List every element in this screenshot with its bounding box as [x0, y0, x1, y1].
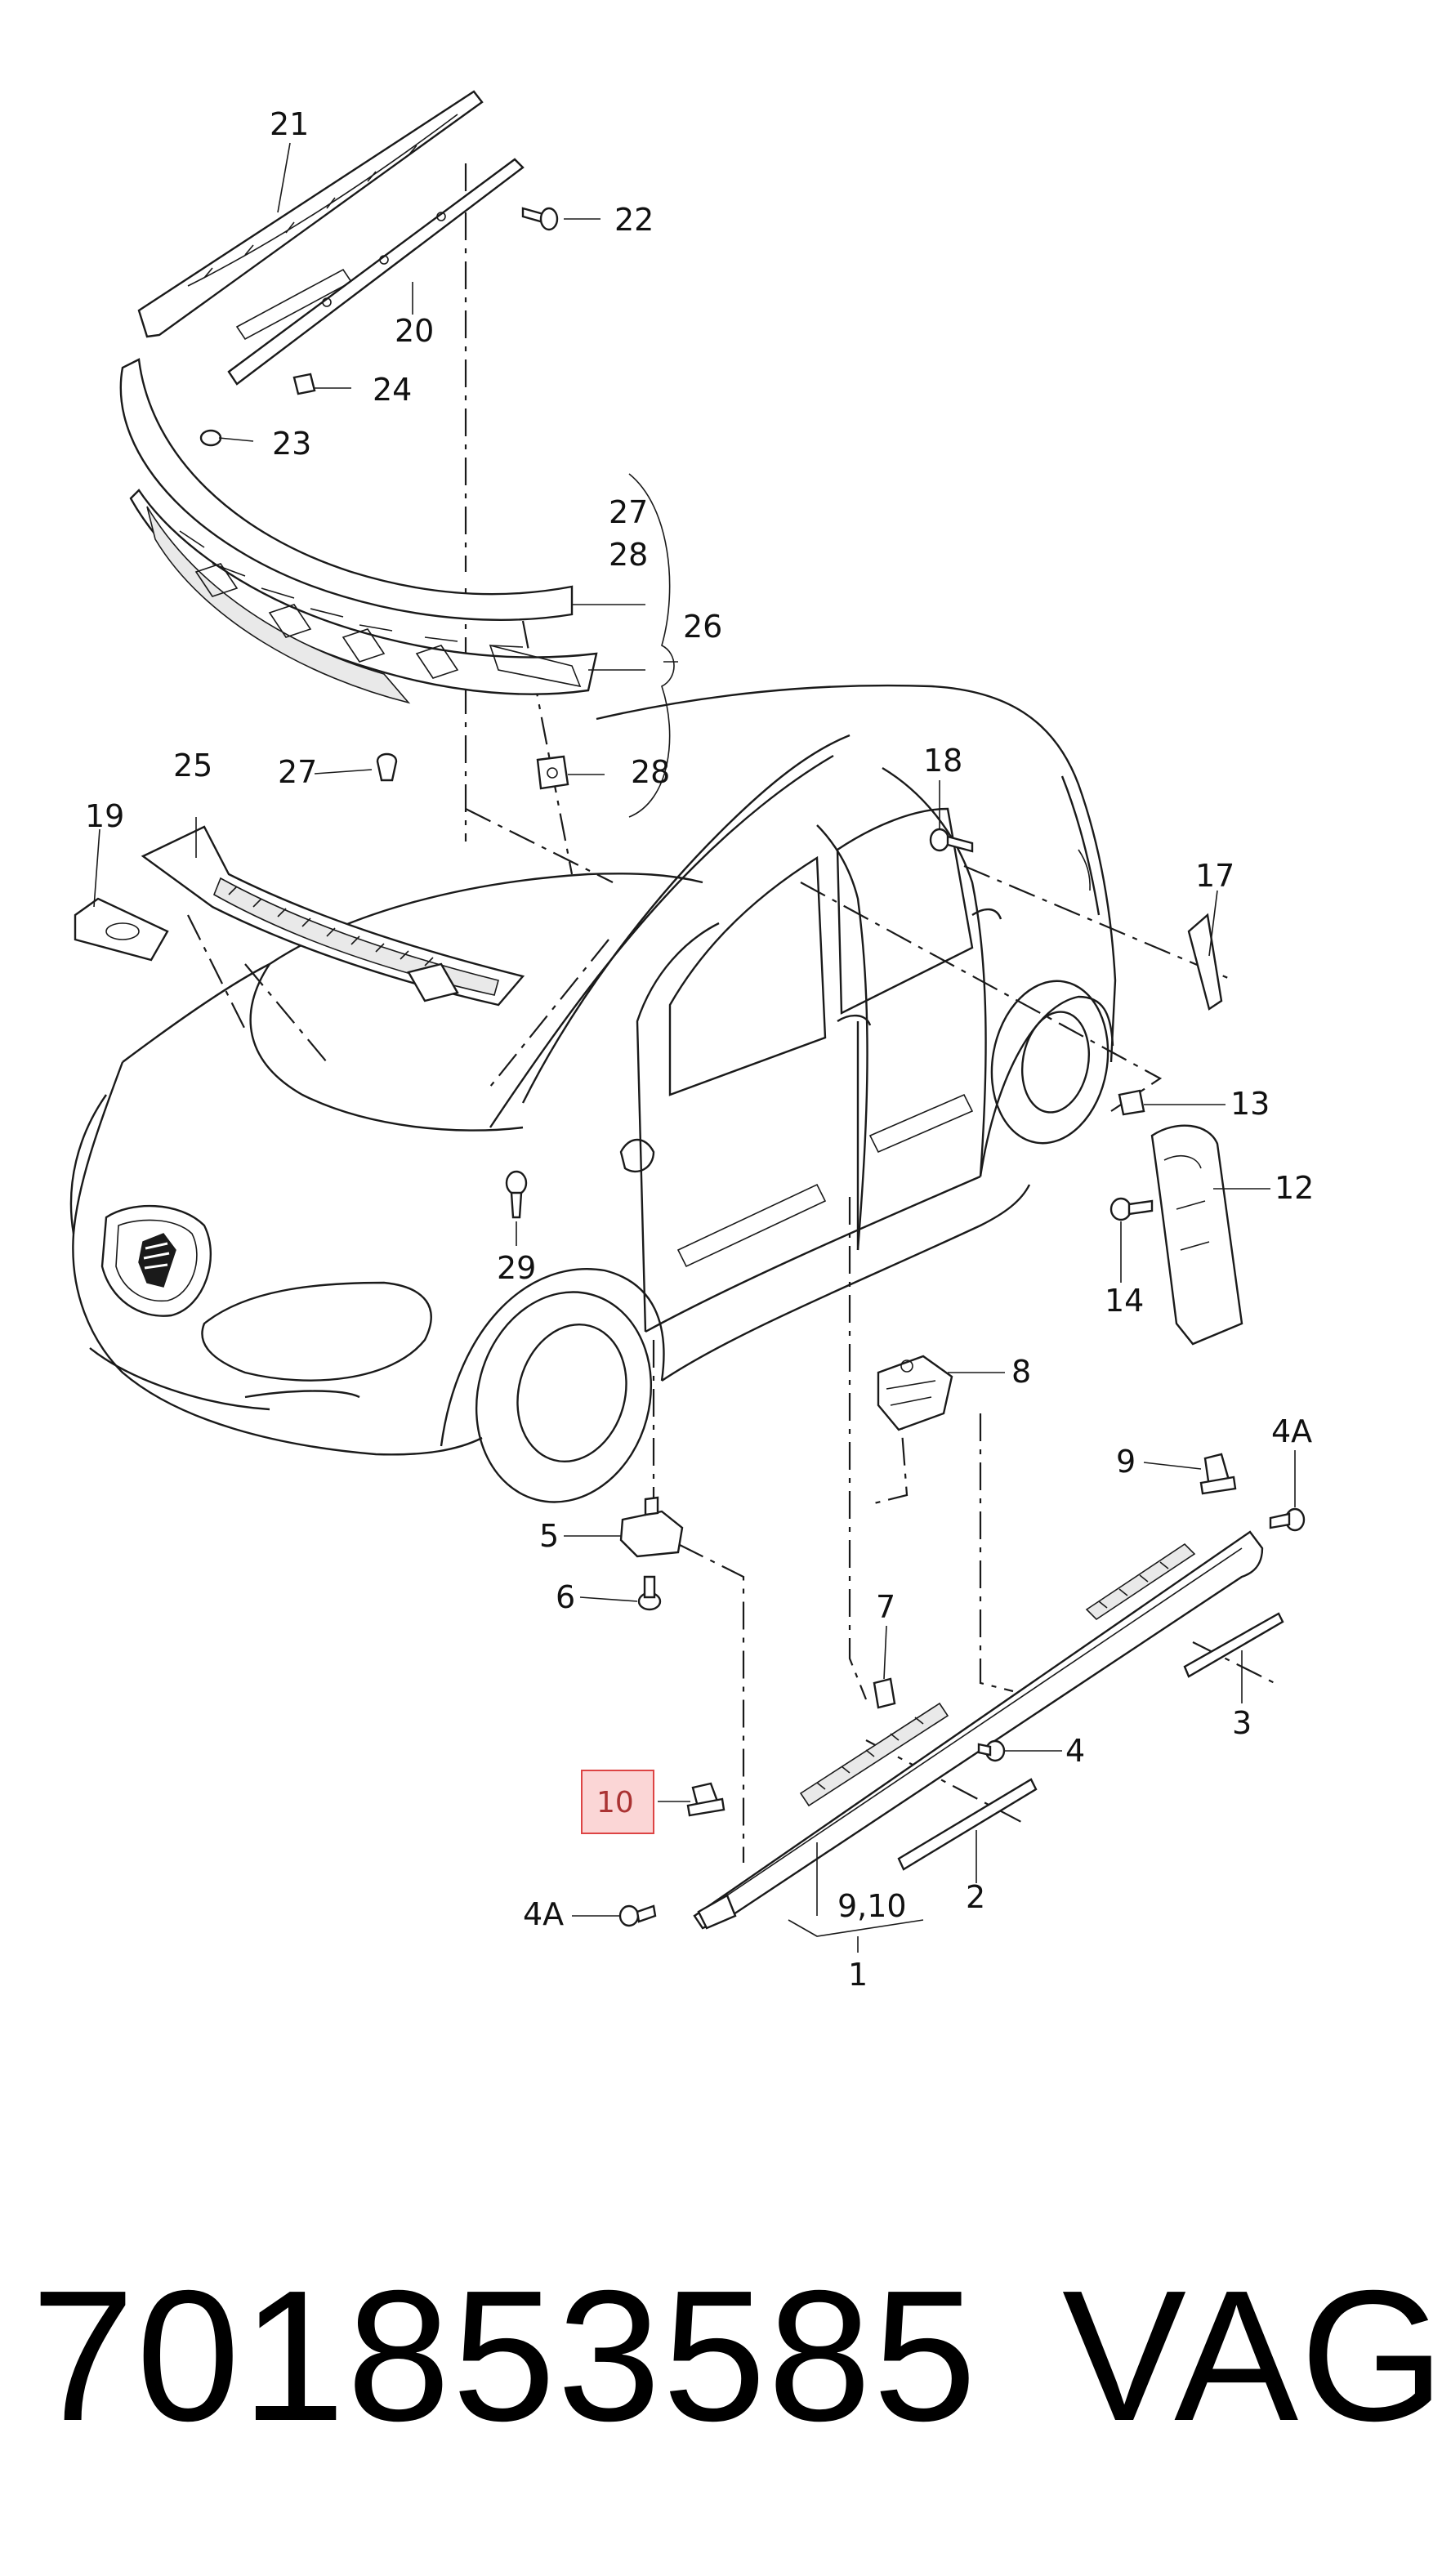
part-8-bracket [877, 1355, 953, 1431]
part-18-screw [929, 828, 974, 853]
callout-labels: 21 22 20 24 23 27 28 26 27 28 25 19 18 1… [85, 106, 1314, 1993]
callout-12[interactable]: 12 [1275, 1170, 1314, 1206]
callout-5[interactable]: 5 [539, 1518, 559, 1554]
callout-9[interactable]: 9 [1116, 1444, 1136, 1480]
callout-27-lower[interactable]: 27 [278, 754, 317, 790]
callout-18[interactable]: 18 [923, 743, 962, 779]
part-1-sill-panel [693, 1530, 1264, 1930]
part-4a-screw-left [618, 1904, 657, 1927]
part-19-bracket [74, 897, 169, 962]
callout-3[interactable]: 3 [1232, 1705, 1252, 1741]
callout-1[interactable]: 1 [848, 1957, 868, 1993]
callout-23[interactable]: 23 [272, 426, 311, 462]
callout-6[interactable]: 6 [556, 1579, 575, 1615]
part-10-clip [686, 1782, 726, 1817]
callout-13[interactable]: 13 [1230, 1086, 1270, 1122]
part-21-trim [137, 90, 484, 341]
part-9-clip [1199, 1453, 1237, 1495]
car-body [69, 684, 1117, 1503]
callout-17[interactable]: 17 [1195, 858, 1234, 894]
callout-28-lower[interactable]: 28 [631, 754, 670, 790]
part-25-plenum [141, 825, 525, 1007]
part-13-clip [1118, 1089, 1145, 1116]
part-6-screw [637, 1575, 662, 1611]
highlight-box-callout-10 [581, 1770, 654, 1834]
callout-4a-right[interactable]: 4A [1271, 1413, 1312, 1449]
part-number: 701853585 [31, 2252, 979, 2460]
callout-24[interactable]: 24 [373, 372, 412, 408]
part-20-rail [227, 158, 525, 386]
callout-20[interactable]: 20 [395, 313, 434, 349]
part-12-arch-trim [1150, 1124, 1243, 1346]
callout-27-upper[interactable]: 27 [609, 494, 648, 530]
callout-9-10[interactable]: 9,10 [837, 1888, 907, 1924]
callout-22[interactable]: 22 [614, 202, 654, 238]
part-24-clip [292, 373, 316, 395]
callout-4[interactable]: 4 [1065, 1733, 1085, 1769]
part-5-bracket [619, 1496, 684, 1558]
part-26-cowl [119, 358, 598, 704]
part-4-screw [977, 1739, 1006, 1762]
part-4a-screw-right [1269, 1507, 1306, 1532]
callout-2[interactable]: 2 [966, 1879, 985, 1915]
leader-lines [93, 142, 1296, 1953]
callout-25[interactable]: 25 [173, 748, 212, 784]
callout-19[interactable]: 19 [85, 798, 124, 834]
callout-4a-left[interactable]: 4A [523, 1896, 564, 1932]
part-14-screw [1109, 1197, 1154, 1221]
part-28-clip [536, 755, 569, 790]
part-7-clip [873, 1677, 896, 1709]
part-3-strip [1183, 1612, 1284, 1678]
part-22-screw [521, 207, 559, 231]
parts-diagram: 21 22 20 24 23 27 28 26 27 28 25 19 18 1… [69, 90, 1314, 1993]
part-2-strip [897, 1778, 1038, 1871]
callout-26[interactable]: 26 [683, 609, 722, 645]
callout-10[interactable]: 10 [596, 1786, 634, 1819]
callout-28-upper[interactable]: 28 [609, 537, 648, 573]
callout-8[interactable]: 8 [1011, 1354, 1031, 1390]
part-23-clip [199, 429, 222, 447]
part-27-rivet [376, 752, 398, 782]
callout-14[interactable]: 14 [1105, 1283, 1144, 1319]
callout-7[interactable]: 7 [876, 1589, 895, 1625]
part-17-trim [1187, 913, 1223, 1011]
callout-29[interactable]: 29 [497, 1250, 536, 1286]
callout-21[interactable]: 21 [270, 106, 309, 142]
brand-name: VAG [1062, 2252, 1447, 2460]
part-29-screw [505, 1170, 528, 1219]
